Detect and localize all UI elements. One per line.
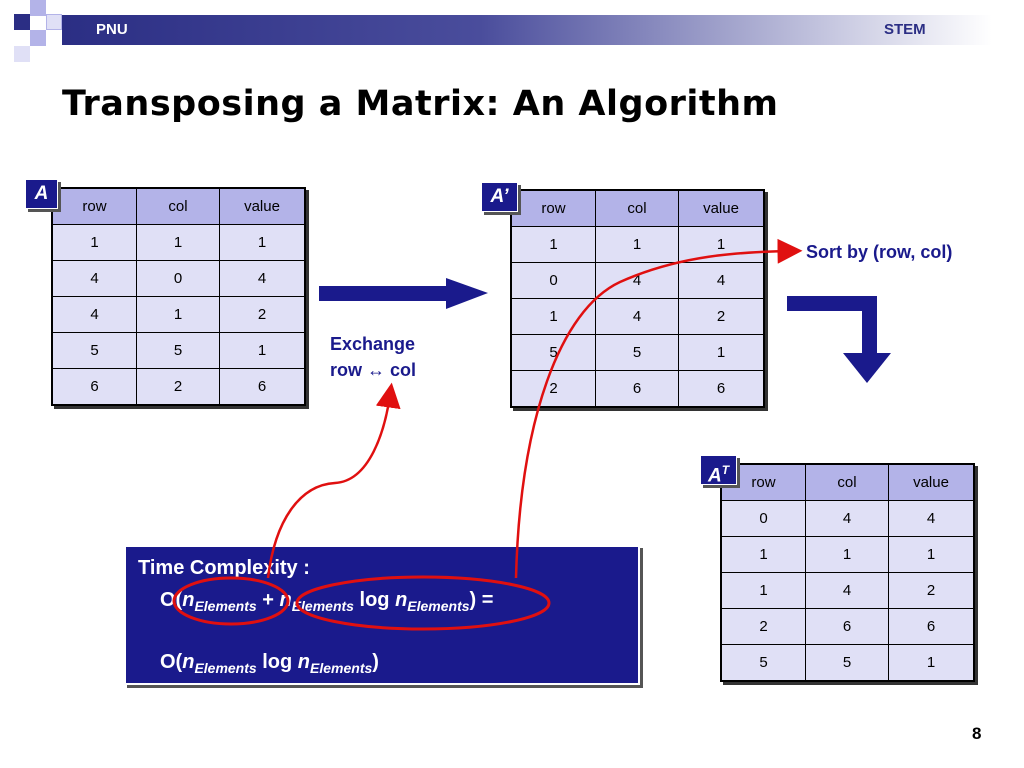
table-cell-value: 6 — [219, 368, 306, 406]
column-header-value: value — [888, 463, 975, 501]
table-cell-row: 1 — [51, 224, 137, 261]
table-cell-row: 6 — [51, 368, 137, 406]
table-cell-value: 1 — [888, 536, 975, 573]
table-cell-value: 1 — [678, 334, 765, 371]
table-cell-col: 4 — [805, 500, 889, 537]
table-cell-row: 5 — [51, 332, 137, 369]
table-cell-col: 5 — [136, 332, 220, 369]
column-header-value: value — [678, 189, 765, 227]
table-cell-value: 6 — [678, 370, 765, 408]
header-square-decoration — [0, 0, 62, 62]
table-cell-row: 1 — [720, 536, 806, 573]
matrix-a-prime-tag: A’ — [481, 182, 518, 212]
table-cell-value: 2 — [219, 296, 306, 333]
table-cell-col: 1 — [136, 296, 220, 333]
header-right-label: STEM — [884, 21, 926, 38]
table-cell-value: 2 — [888, 572, 975, 609]
column-header-col: col — [136, 187, 220, 225]
column-header-value: value — [219, 187, 306, 225]
header-bar — [62, 15, 992, 45]
table-cell-col: 4 — [805, 572, 889, 609]
column-header-col: col — [595, 189, 679, 227]
table-cell-col: 1 — [136, 224, 220, 261]
exchange-arrow — [319, 278, 488, 309]
table-cell-value: 6 — [888, 608, 975, 645]
table-cell-col: 6 — [595, 370, 679, 408]
column-header-row: row — [510, 189, 596, 227]
table-cell-row: 5 — [720, 644, 806, 682]
table-cell-row: 0 — [510, 262, 596, 299]
slide-title: Transposing a Matrix: An Algorithm — [62, 84, 779, 124]
table-cell-row: 4 — [51, 260, 137, 297]
table-cell-value: 4 — [888, 500, 975, 537]
exchange-caption: Exchange row ↔ col — [330, 331, 416, 383]
table-cell-col: 5 — [805, 644, 889, 682]
matrix-a-tag: A — [25, 179, 58, 209]
column-header-col: col — [805, 463, 889, 501]
table-cell-value: 2 — [678, 298, 765, 335]
first-term-ellipse — [172, 576, 290, 626]
first-term-connector — [266, 382, 401, 579]
time-complexity-box: Time Complexity : O(nElements + nElement… — [124, 545, 640, 685]
table-cell-col: 4 — [595, 298, 679, 335]
table-cell-col: 1 — [595, 226, 679, 263]
page-number: 8 — [972, 724, 982, 743]
table-cell-col: 4 — [595, 262, 679, 299]
table-cell-value: 1 — [888, 644, 975, 682]
table-cell-row: 1 — [510, 226, 596, 263]
second-term-ellipse — [295, 575, 551, 631]
table-cell-value: 1 — [678, 226, 765, 263]
table-cell-col: 6 — [805, 608, 889, 645]
second-term-connector — [514, 238, 803, 579]
table-cell-row: 1 — [720, 572, 806, 609]
exchange-caption-line2: row ↔ col — [330, 360, 417, 380]
table-cell-value: 1 — [219, 332, 306, 369]
table-cell-row: 2 — [720, 608, 806, 645]
table-cell-value: 4 — [678, 262, 765, 299]
matrix-a-transpose-tag: AT — [700, 455, 737, 486]
sort-caption: Sort by (row, col) — [806, 242, 953, 262]
table-cell-row: 2 — [510, 370, 596, 408]
table-cell-row: 1 — [510, 298, 596, 335]
exchange-caption-line1: Exchange — [330, 334, 416, 354]
time-complexity-result: O(nElements log nElements) — [160, 651, 379, 676]
table-cell-col: 1 — [805, 536, 889, 573]
table-cell-row: 4 — [51, 296, 137, 333]
header-left-label: PNU — [96, 21, 128, 38]
table-cell-col: 5 — [595, 334, 679, 371]
sort-arrow — [787, 296, 891, 383]
table-cell-row: 5 — [510, 334, 596, 371]
table-cell-col: 2 — [136, 368, 220, 406]
table-cell-value: 1 — [219, 224, 306, 261]
table-cell-value: 4 — [219, 260, 306, 297]
time-complexity-title: Time Complexity : — [138, 557, 310, 579]
table-cell-col: 0 — [136, 260, 220, 297]
